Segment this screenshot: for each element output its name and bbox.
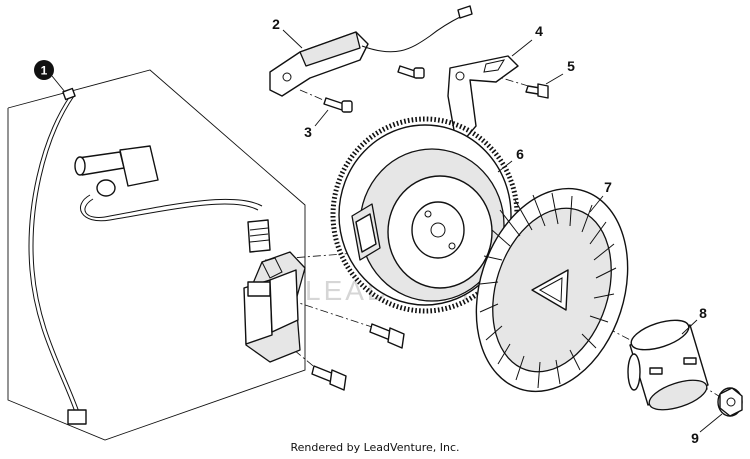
coil-mount-screw-upper: [369, 323, 405, 349]
callout-6-label: 6: [516, 146, 524, 162]
screw-part-3: [323, 97, 353, 113]
coil-mount-screw-lower: [311, 365, 347, 391]
callout-7-label: 7: [604, 179, 612, 195]
callout-9: 9: [691, 413, 723, 446]
mount-line-lower: [269, 329, 319, 371]
callout-4: 4: [511, 23, 543, 57]
mount-line-upper: [289, 299, 376, 329]
callout-7: 7: [589, 179, 612, 213]
callout-8-label: 8: [699, 305, 707, 321]
callout-5-label: 5: [567, 58, 575, 74]
callout-2-label: 2: [272, 16, 280, 32]
callout-1: 1: [34, 60, 66, 93]
screw-part-2: [397, 65, 425, 79]
callout-6: 6: [497, 146, 524, 173]
bracket-line: [299, 89, 336, 106]
callout-4-label: 4: [535, 23, 543, 39]
callout-3: 3: [304, 109, 329, 140]
callout-1-label: 1: [41, 64, 48, 78]
ignition-kit-boundary: [7, 69, 306, 441]
pickup-coil: [269, 5, 473, 97]
callout-2: 2: [272, 16, 303, 49]
screw-part-5: [525, 83, 549, 99]
callout-9-label: 9: [691, 430, 699, 446]
flange-nut: [717, 387, 743, 417]
footer-credit: Rendered by LeadVenture, Inc.: [290, 441, 460, 454]
plate-line: [474, 69, 536, 89]
ignition-coil-assembly: [28, 87, 306, 425]
callout-5: 5: [545, 58, 575, 85]
fan-cup: [627, 319, 709, 411]
callout-8: 8: [681, 305, 707, 335]
cooling-fan: [475, 187, 629, 393]
callout-3-label: 3: [304, 124, 312, 140]
bracket-plate: [447, 55, 519, 141]
